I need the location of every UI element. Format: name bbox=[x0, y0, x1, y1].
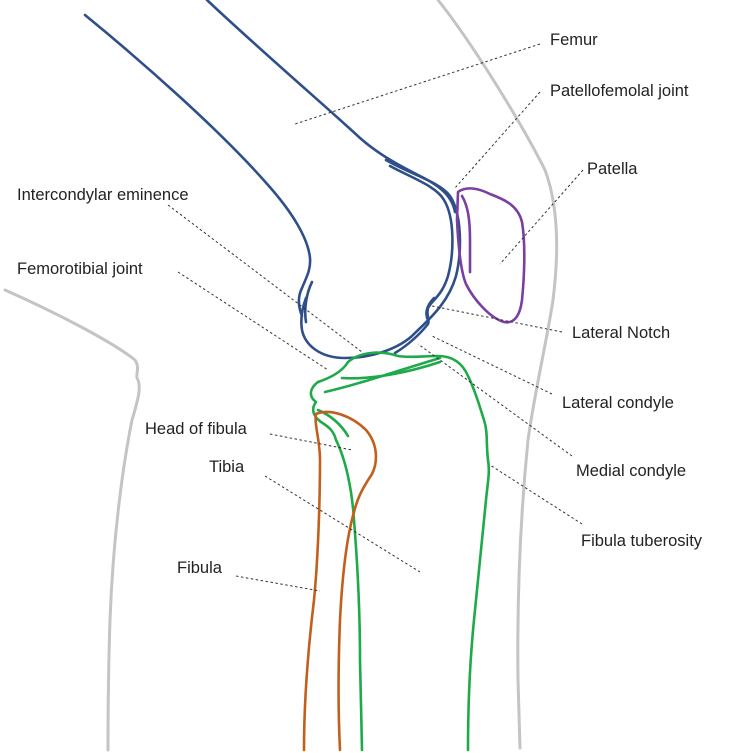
femur-posterior-line-inner bbox=[303, 280, 314, 324]
leader-patella bbox=[499, 169, 584, 265]
leader-head-of-fibula bbox=[269, 433, 353, 451]
patella-outline bbox=[455, 187, 526, 324]
femur-posterior-line bbox=[83, 13, 312, 318]
label-femorotibial-joint: Femorotibial joint bbox=[17, 260, 143, 278]
label-medial-condyle: Medial condyle bbox=[576, 462, 686, 480]
femur-bone bbox=[83, 0, 462, 360]
label-patella: Patella bbox=[587, 160, 638, 178]
leader-lateral-condyle bbox=[431, 335, 553, 395]
leg-outline bbox=[3, 0, 559, 752]
femur-condyle-inner bbox=[388, 164, 454, 355]
leader-lateral-notch bbox=[431, 305, 563, 333]
fibula-head bbox=[314, 410, 378, 514]
tibia-anterior-line bbox=[466, 458, 491, 752]
leg-outline-back bbox=[3, 288, 141, 752]
patella-inner-line bbox=[460, 194, 472, 274]
fibula-shaft-posterior bbox=[302, 412, 322, 752]
tibia-posterior-line bbox=[309, 380, 364, 752]
label-tibia: Tibia bbox=[209, 458, 245, 476]
label-patellofemoral-joint: Patellofemolal joint bbox=[550, 82, 689, 100]
label-fibula: Fibula bbox=[177, 559, 223, 577]
label-head-of-fibula: Head of fibula bbox=[145, 420, 248, 438]
femur-lateral-notch-line bbox=[425, 296, 436, 322]
label-lateral-condyle: Lateral condyle bbox=[562, 394, 674, 412]
leg-outline-front bbox=[436, 0, 559, 750]
leader-lines bbox=[167, 43, 584, 592]
label-intercondylar-eminence: Intercondylar eminence bbox=[17, 186, 189, 204]
fibula-bone bbox=[302, 410, 378, 752]
label-femur: Femur bbox=[550, 31, 598, 49]
label-fibula-tuberosity: Fibula tuberosity bbox=[581, 532, 703, 550]
leader-fibula bbox=[235, 575, 321, 592]
patella-bone bbox=[455, 187, 526, 324]
leader-fibula-tuberosity bbox=[489, 464, 583, 525]
label-lateral-notch: Lateral Notch bbox=[572, 324, 670, 342]
tibia-plateau bbox=[316, 351, 490, 462]
leader-medial-condyle bbox=[417, 343, 573, 457]
leader-patellofemoral-joint bbox=[454, 91, 541, 189]
labels: Femur Patellofemolal joint Patella Inter… bbox=[17, 31, 703, 577]
femur-condyle-outer bbox=[300, 158, 462, 360]
leader-tibia bbox=[264, 475, 421, 573]
tibia-plateau-line-2 bbox=[340, 360, 442, 380]
fibula-shaft-anterior bbox=[337, 510, 356, 752]
leader-intercondylar-eminence bbox=[167, 204, 363, 353]
